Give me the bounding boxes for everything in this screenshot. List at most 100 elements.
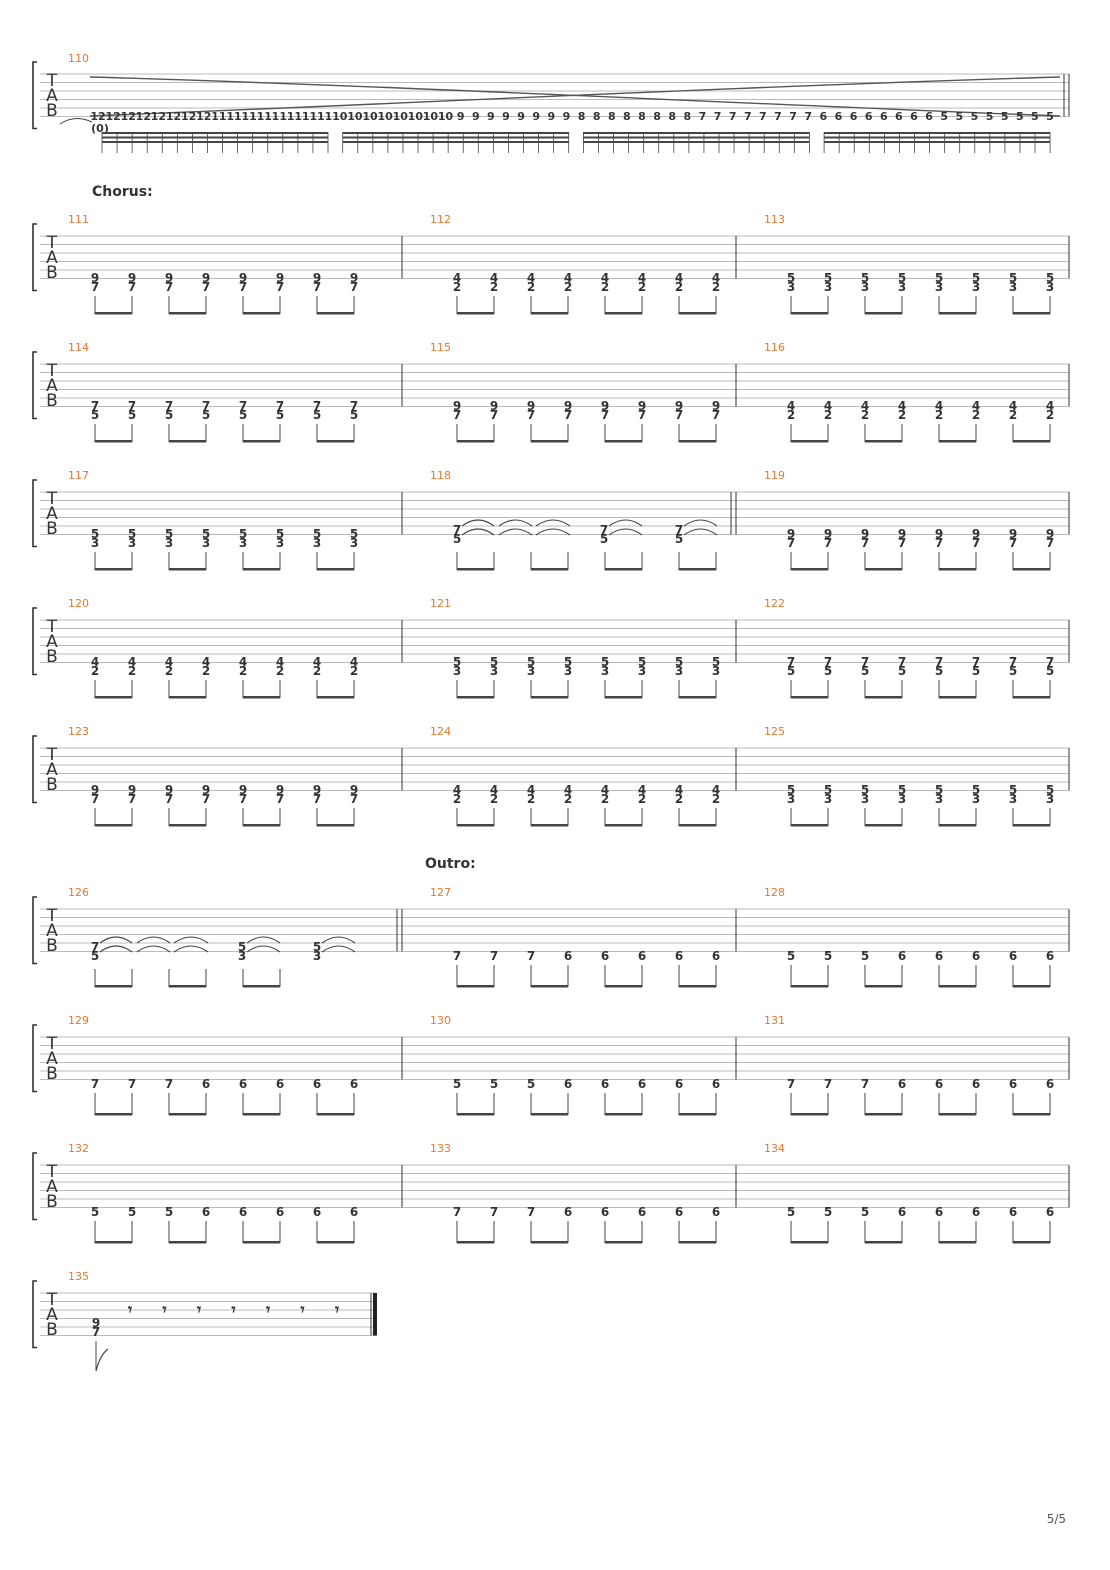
fret-number: 2 (276, 664, 284, 678)
fret-number: 7 (714, 110, 722, 123)
fret-number: 5 (202, 527, 210, 541)
fret-number: 7 (898, 655, 906, 669)
fret-number: 3 (1046, 280, 1054, 294)
fret-number: 10 (438, 110, 454, 123)
note-beam (457, 312, 494, 315)
measure-number: 134 (764, 1142, 785, 1155)
fret-number: 7 (898, 536, 906, 550)
fret-number: 5 (861, 949, 869, 963)
fret-number: 7 (1009, 655, 1017, 669)
note-beam (243, 440, 280, 443)
fret-number: 3 (824, 280, 832, 294)
fret-number: 6 (898, 1077, 906, 1091)
note-beam (102, 136, 328, 139)
section-label-chorus: Chorus: (92, 184, 153, 200)
fret-number: 5 (935, 783, 943, 797)
fret-number: 3 (972, 280, 980, 294)
fret-number: 7 (861, 655, 869, 669)
fret-number: 5 (276, 527, 284, 541)
fret-number: 7 (202, 792, 210, 806)
tab-clef-letter: A (46, 921, 58, 941)
note-beam (679, 568, 716, 571)
tab-clef-letter: B (46, 936, 58, 956)
note-beam (169, 1113, 206, 1116)
fret-number: 5 (675, 655, 683, 669)
note-beam (1013, 312, 1050, 315)
fret-number: 6 (1009, 1205, 1017, 1219)
note-beam (865, 824, 902, 827)
eighth-rest-icon: 𝄾 (127, 1300, 133, 1319)
tab-clef-letter: B (46, 263, 58, 283)
fret-number: 2 (972, 408, 980, 422)
tab-clef-letter: A (46, 760, 58, 780)
final-barline (373, 1293, 377, 1336)
fret-number: 5 (787, 664, 795, 678)
system-bracket (32, 735, 37, 804)
fret-number: 7 (935, 536, 943, 550)
fret-number: 9 (276, 271, 284, 285)
note-beam (243, 985, 280, 988)
fret-number: 7 (350, 792, 358, 806)
measure-number: 112 (430, 213, 451, 226)
fret-number: 2 (91, 664, 99, 678)
fret-number: 2 (165, 664, 173, 678)
fret-number: 7 (824, 536, 832, 550)
fret-number: 6 (865, 110, 873, 123)
fret-number: 7 (744, 110, 752, 123)
fret-number: 5 (600, 532, 608, 546)
fret-number: 5 (1046, 783, 1054, 797)
fret-number: 4 (313, 655, 321, 669)
fret-number: 7 (675, 408, 683, 422)
note-beam (1013, 568, 1050, 571)
fret-number: 9 (453, 399, 461, 413)
fret-number: 7 (313, 280, 321, 294)
fret-number: 3 (527, 664, 535, 678)
fret-number: 5 (128, 408, 136, 422)
fret-number: 3 (350, 536, 358, 550)
fret-number: 4 (787, 399, 795, 413)
fret-number: 6 (835, 110, 843, 123)
fret-number: 5 (935, 271, 943, 285)
fret-number: 7 (759, 110, 767, 123)
note-beam (679, 696, 716, 699)
fret-number: 9 (601, 399, 609, 413)
fret-number: 7 (128, 399, 136, 413)
fret-number: 11 (226, 110, 241, 123)
note-beam (169, 1241, 206, 1244)
tab-clef-letter: T (46, 361, 58, 381)
fret-number: 11 (317, 110, 332, 123)
fret-number: 4 (527, 783, 535, 797)
fret-number: 12 (151, 110, 166, 123)
fret-number: 9 (165, 783, 173, 797)
fret-number: 6 (638, 949, 646, 963)
fret-number: 5 (824, 949, 832, 963)
tie-curve (461, 519, 495, 527)
fret-number: 7 (699, 110, 707, 123)
fret-number: 7 (527, 408, 535, 422)
fret-number: 7 (165, 399, 173, 413)
note-beam (531, 1113, 568, 1116)
slide-line (89, 76, 1061, 117)
fret-number: 2 (638, 280, 646, 294)
fret-number: 4 (165, 655, 173, 669)
note-beam (939, 696, 976, 699)
note-beam (531, 312, 568, 315)
fret-number: 7 (202, 399, 210, 413)
note-beam (865, 696, 902, 699)
note-beam (531, 824, 568, 827)
note-beam (791, 1241, 828, 1244)
note-beam (457, 824, 494, 827)
note-beam (679, 824, 716, 827)
fret-number: 4 (638, 783, 646, 797)
note-beam (605, 1241, 642, 1244)
measure-number: 123 (68, 725, 89, 738)
fret-number: 4 (712, 271, 720, 285)
fret-number: 3 (91, 536, 99, 550)
eighth-rest-icon: 𝄾 (265, 1300, 271, 1319)
fret-number: 10 (362, 110, 378, 123)
fret-number: 7 (972, 655, 980, 669)
note-beam (791, 312, 828, 315)
fret-number: 7 (276, 280, 284, 294)
tie-curve (246, 945, 281, 953)
measure-number: 120 (68, 597, 89, 610)
